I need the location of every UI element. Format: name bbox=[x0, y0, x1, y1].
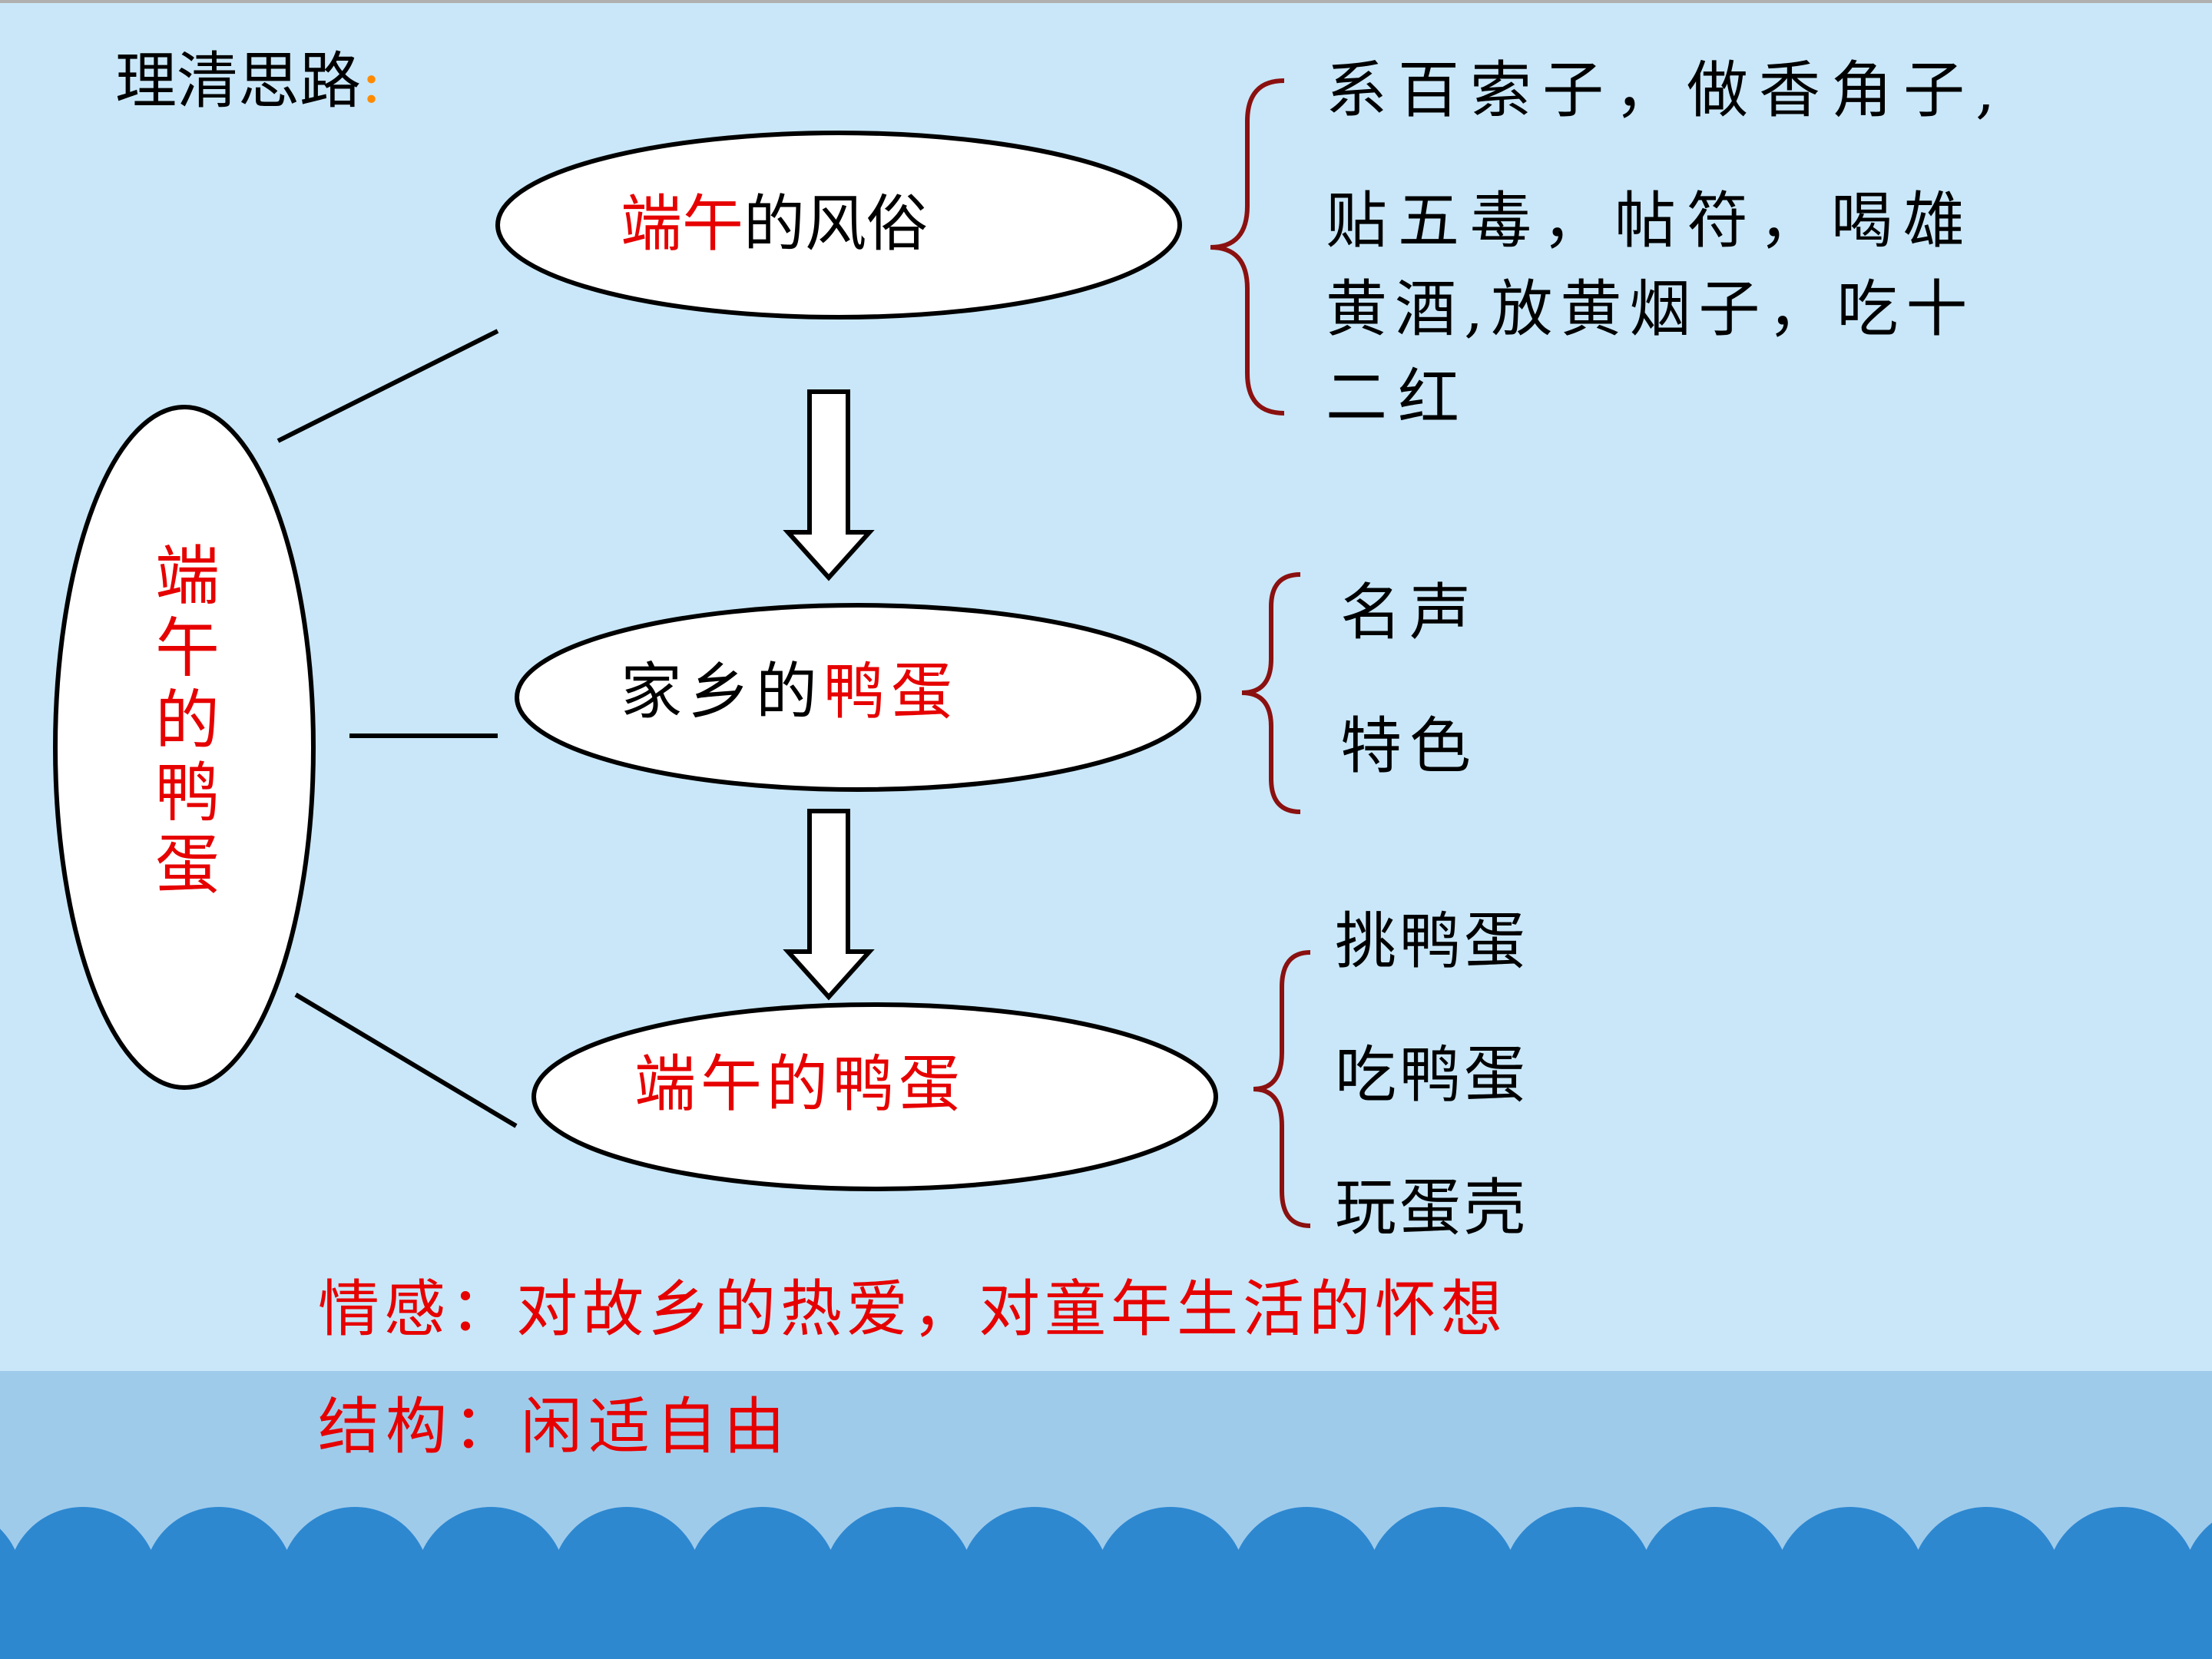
structure-summary: 结构：闲适自由 bbox=[318, 1391, 791, 1462]
wave-scale bbox=[76, 1584, 227, 1659]
wave-scale bbox=[484, 1584, 634, 1659]
wave-scale bbox=[1028, 1584, 1178, 1659]
customs-node-red: 端午 bbox=[621, 188, 743, 260]
customs-node-label: 端午的风俗 bbox=[621, 194, 928, 255]
wave-pattern bbox=[0, 1507, 2212, 1659]
duanwu-node-label: 端午的鸭蛋 bbox=[634, 1048, 965, 1120]
emotion-summary: 情感：对故乡的热爱，对童年生活的怀想 bbox=[318, 1273, 1507, 1345]
wave-scale bbox=[1571, 1584, 1722, 1659]
wave-scale bbox=[823, 1507, 974, 1582]
connector-line-top bbox=[276, 329, 499, 443]
wave-scale bbox=[1979, 1584, 2130, 1659]
duanwu-detail-2: 吃鸭蛋 bbox=[1335, 1039, 1528, 1111]
hometown-node-label: 家乡的鸭蛋 bbox=[621, 661, 959, 723]
wave-scale bbox=[1775, 1507, 1926, 1582]
hometown-detail-1: 名声 bbox=[1340, 577, 1479, 648]
wave-scale bbox=[2047, 1507, 2197, 1582]
wave-scale bbox=[756, 1584, 906, 1659]
wave-scale bbox=[2115, 1584, 2212, 1659]
wave-scale bbox=[8, 1507, 158, 1582]
wave-scale bbox=[1707, 1584, 1858, 1659]
customs-node-black: 的风俗 bbox=[743, 188, 928, 260]
wave-scale bbox=[1164, 1584, 1314, 1659]
wave-scale bbox=[280, 1507, 430, 1582]
wave-scale bbox=[1231, 1507, 1382, 1582]
wave-scale bbox=[959, 1507, 1110, 1582]
wave-scale bbox=[348, 1584, 498, 1659]
wave-scale bbox=[2183, 1522, 2212, 1582]
wave-scale bbox=[892, 1584, 1042, 1659]
page-title-colon: : bbox=[361, 45, 382, 117]
customs-ellipse bbox=[495, 131, 1182, 320]
customs-detail-line-3: 黄酒,放黄烟子，吃十 bbox=[1326, 273, 1975, 345]
brace-duanwu bbox=[1253, 950, 1311, 1228]
wave-scale bbox=[1911, 1507, 2061, 1582]
customs-detail-line-4: 二红 bbox=[1326, 362, 1470, 433]
center-node-label: 端午的鸭蛋 bbox=[154, 538, 220, 902]
page-title-text: 理清思路 bbox=[115, 45, 361, 117]
center-ellipse bbox=[53, 405, 316, 1090]
down-arrow-2 bbox=[783, 809, 875, 1001]
wave-scale bbox=[1095, 1507, 1246, 1582]
wave-scale bbox=[212, 1584, 363, 1659]
wave-scale bbox=[144, 1507, 294, 1582]
page-title: 理清思路: bbox=[115, 51, 382, 112]
wave-scale bbox=[1367, 1507, 1518, 1582]
brace-customs bbox=[1210, 78, 1285, 416]
duanwu-ellipse bbox=[531, 1002, 1218, 1191]
connector-line-bottom bbox=[294, 992, 518, 1128]
hometown-node-red: 鸭蛋 bbox=[823, 656, 959, 727]
customs-detail-line-1: 系百索子，做香角子, bbox=[1326, 55, 2006, 126]
wave-scale bbox=[1503, 1507, 1654, 1582]
hometown-detail-2: 特色 bbox=[1340, 710, 1479, 782]
hometown-node-black: 家乡的 bbox=[621, 656, 823, 727]
wave-scale bbox=[1639, 1507, 1790, 1582]
wave-scale bbox=[551, 1507, 702, 1582]
wave-scale bbox=[416, 1507, 566, 1582]
wave-scale bbox=[1843, 1584, 1994, 1659]
wave-scale bbox=[1435, 1584, 1586, 1659]
wave-scale bbox=[687, 1507, 838, 1582]
customs-detail-line-2: 贴五毒，帖符，喝雄 bbox=[1326, 185, 1975, 257]
brace-hometown bbox=[1241, 572, 1301, 814]
hometown-ellipse bbox=[515, 603, 1201, 792]
wave-scale bbox=[620, 1584, 770, 1659]
down-arrow-1 bbox=[783, 389, 875, 581]
duanwu-detail-1: 挑鸭蛋 bbox=[1335, 906, 1528, 977]
wave-scale bbox=[1300, 1584, 1450, 1659]
wave-scale bbox=[0, 1584, 91, 1659]
duanwu-detail-3: 玩蛋壳 bbox=[1335, 1172, 1528, 1243]
